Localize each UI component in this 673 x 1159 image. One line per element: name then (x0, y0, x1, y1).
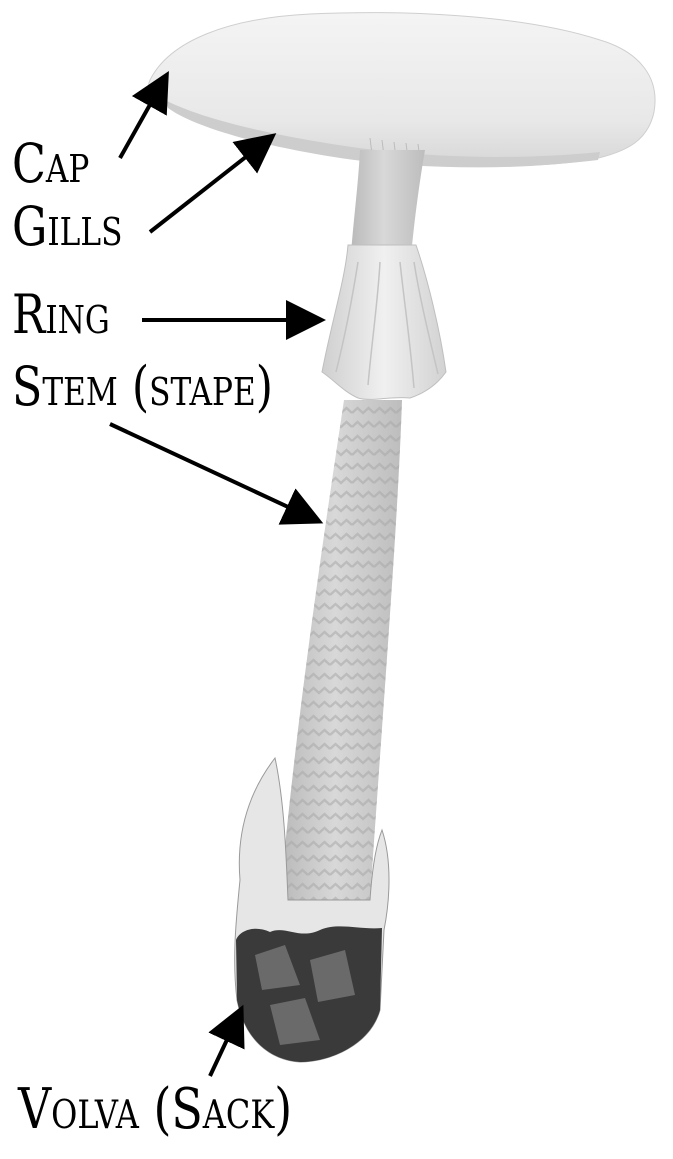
gills-label: Gills (12, 200, 122, 254)
volva-debris (236, 926, 382, 1062)
volva-label: Volva (Sack) (18, 1082, 292, 1138)
volva-arrow (210, 1012, 240, 1076)
stem-arrow (110, 424, 316, 520)
gills-arrow (150, 138, 270, 232)
ring-label: Ring (12, 288, 110, 342)
mushroom-ring (322, 245, 446, 399)
mushroom-cap (149, 13, 656, 167)
cap-arrow (120, 78, 165, 158)
stem-label: Stem (stape) (12, 360, 273, 414)
cap-label: Cap (12, 137, 89, 191)
